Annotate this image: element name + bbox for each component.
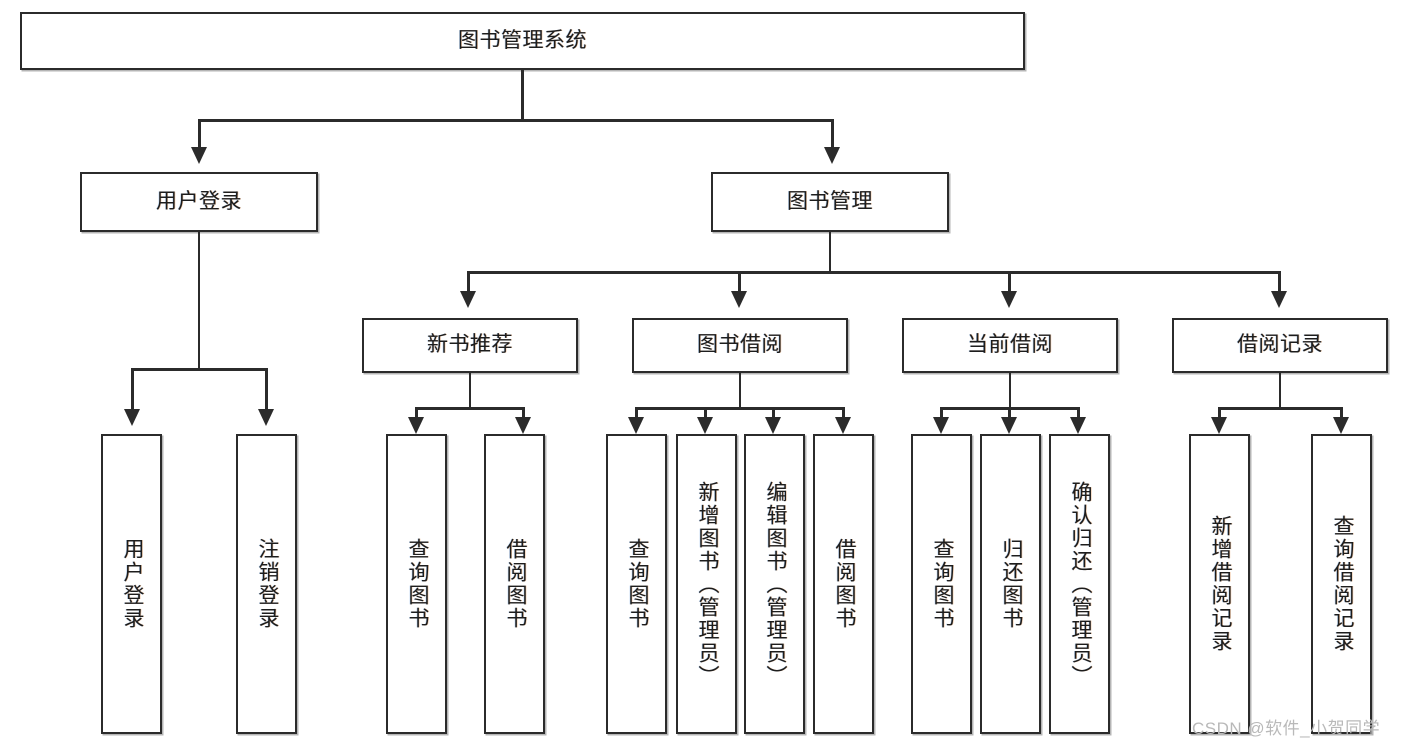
leaf-add-borrow-record[interactable]: 新增借阅记录 (1189, 434, 1250, 734)
node-label: 注销登录 (255, 538, 279, 630)
edge-root-bus (198, 119, 834, 122)
arrow-to-new-book-recommend (460, 291, 476, 308)
node-label: 图书管理系统 (458, 28, 587, 52)
leaf-edit-book-admin[interactable]: 编辑图书（管理员） (744, 434, 805, 734)
edge-new-book-recommend-stem (468, 373, 471, 409)
leaf-query-book-current[interactable]: 查询图书 (911, 434, 972, 734)
node-label: 查询图书 (930, 538, 954, 630)
edge-user-login-bus (131, 368, 267, 371)
edge-book-borrow-drop-1 (635, 407, 638, 421)
node-label: 查询借阅记录 (1330, 515, 1354, 653)
edge-user-login-stem (197, 232, 200, 370)
edge-current-borrow-stem (1008, 373, 1011, 409)
arrow-to-leaf-query-book-1 (408, 417, 424, 434)
node-borrow-record[interactable]: 借阅记录 (1172, 318, 1388, 373)
node-label: 归还图书 (999, 538, 1023, 630)
node-label: 当前借阅 (967, 333, 1053, 357)
leaf-query-book-borrow[interactable]: 查询图书 (606, 434, 667, 734)
node-new-book-recommend[interactable]: 新书推荐 (362, 318, 578, 373)
edge-current-borrow-drop-2 (1008, 407, 1011, 421)
node-label: 图书管理 (787, 189, 873, 213)
arrow-to-borrow-record (1271, 291, 1287, 308)
edge-to-current-borrow (1008, 271, 1011, 294)
node-label: 用户登录 (156, 189, 242, 213)
node-label: 编辑图书（管理员） (763, 480, 787, 688)
leaf-add-book-admin[interactable]: 新增图书（管理员） (676, 434, 737, 734)
arrow-to-leaf-query-book-2 (628, 417, 644, 434)
leaf-borrow-book-recommend[interactable]: 借阅图书 (484, 434, 545, 734)
arrow-to-leaf-borrow-book-1 (515, 417, 531, 434)
arrow-to-leaf-confirm-return (1070, 417, 1086, 434)
arrow-to-user-login (191, 147, 207, 164)
edge-borrow-record-bus (1218, 407, 1343, 410)
node-label: 查询图书 (625, 538, 649, 630)
node-label: 新书推荐 (427, 333, 513, 357)
arrow-to-leaf-user-logout (258, 409, 274, 426)
arrow-to-book-borrow (731, 291, 747, 308)
edge-book-borrow-bus (635, 407, 845, 410)
node-label: 图书借阅 (697, 333, 783, 357)
node-user-login[interactable]: 用户登录 (80, 172, 318, 232)
edge-book-borrow-drop-2 (704, 407, 707, 421)
arrow-to-leaf-edit-book (765, 417, 781, 434)
edge-current-borrow-drop-3 (1077, 407, 1080, 421)
edge-new-book-recommend-bus (415, 407, 525, 410)
edge-book-borrow-drop-3 (772, 407, 775, 421)
arrow-to-leaf-add-record (1211, 417, 1227, 434)
arrow-to-leaf-query-book-3 (933, 417, 949, 434)
node-label: 确认归还（管理员） (1068, 480, 1092, 688)
node-label: 借阅图书 (832, 538, 856, 630)
arrow-to-leaf-user-login (124, 409, 140, 426)
node-current-borrow[interactable]: 当前借阅 (902, 318, 1118, 373)
node-label: 借阅记录 (1237, 333, 1323, 357)
arrow-to-leaf-borrow-book-2 (835, 417, 851, 434)
arrow-to-leaf-query-record (1333, 417, 1349, 434)
arrow-to-current-borrow (1001, 291, 1017, 308)
edge-current-borrow-drop-1 (940, 407, 943, 421)
leaf-query-book-recommend[interactable]: 查询图书 (386, 434, 447, 734)
node-label: 查询图书 (405, 538, 429, 630)
edge-to-new-book-recommend (467, 271, 470, 294)
edge-root-stem (521, 70, 524, 121)
leaf-user-login[interactable]: 用户登录 (101, 434, 162, 734)
edge-new-book-recommend-drop-2 (522, 407, 525, 421)
edge-borrow-record-drop-1 (1218, 407, 1221, 421)
node-label: 用户登录 (120, 538, 144, 630)
arrow-to-book-manage (824, 147, 840, 164)
edge-book-manage-stem (828, 232, 831, 273)
node-book-management[interactable]: 图书管理 (711, 172, 949, 232)
node-root-book-management-system[interactable]: 图书管理系统 (20, 12, 1025, 70)
leaf-user-logout[interactable]: 注销登录 (236, 434, 297, 734)
edge-borrow-record-stem (1278, 373, 1281, 409)
edge-user-login-drop-1 (131, 368, 134, 413)
edge-user-login-drop-2 (265, 368, 268, 413)
edge-book-manage-bus (467, 271, 1280, 274)
edge-root-to-user-login (198, 119, 201, 150)
node-book-borrow[interactable]: 图书借阅 (632, 318, 848, 373)
edge-to-borrow-record (1278, 271, 1281, 294)
edge-new-book-recommend-drop-1 (415, 407, 418, 421)
edge-book-borrow-stem (738, 373, 741, 409)
leaf-return-book[interactable]: 归还图书 (980, 434, 1041, 734)
arrow-to-leaf-return-book (1001, 417, 1017, 434)
edge-to-book-borrow (738, 271, 741, 294)
node-label: 新增借阅记录 (1208, 515, 1232, 653)
leaf-confirm-return-admin[interactable]: 确认归还（管理员） (1049, 434, 1110, 734)
arrow-to-leaf-add-book (697, 417, 713, 434)
leaf-query-borrow-record[interactable]: 查询借阅记录 (1311, 434, 1372, 734)
edge-root-to-book-manage (831, 119, 834, 150)
node-label: 新增图书（管理员） (695, 480, 719, 688)
edge-book-borrow-drop-4 (842, 407, 845, 421)
leaf-borrow-book-borrow[interactable]: 借阅图书 (813, 434, 874, 734)
edge-borrow-record-drop-2 (1340, 407, 1343, 421)
node-label: 借阅图书 (503, 538, 527, 630)
